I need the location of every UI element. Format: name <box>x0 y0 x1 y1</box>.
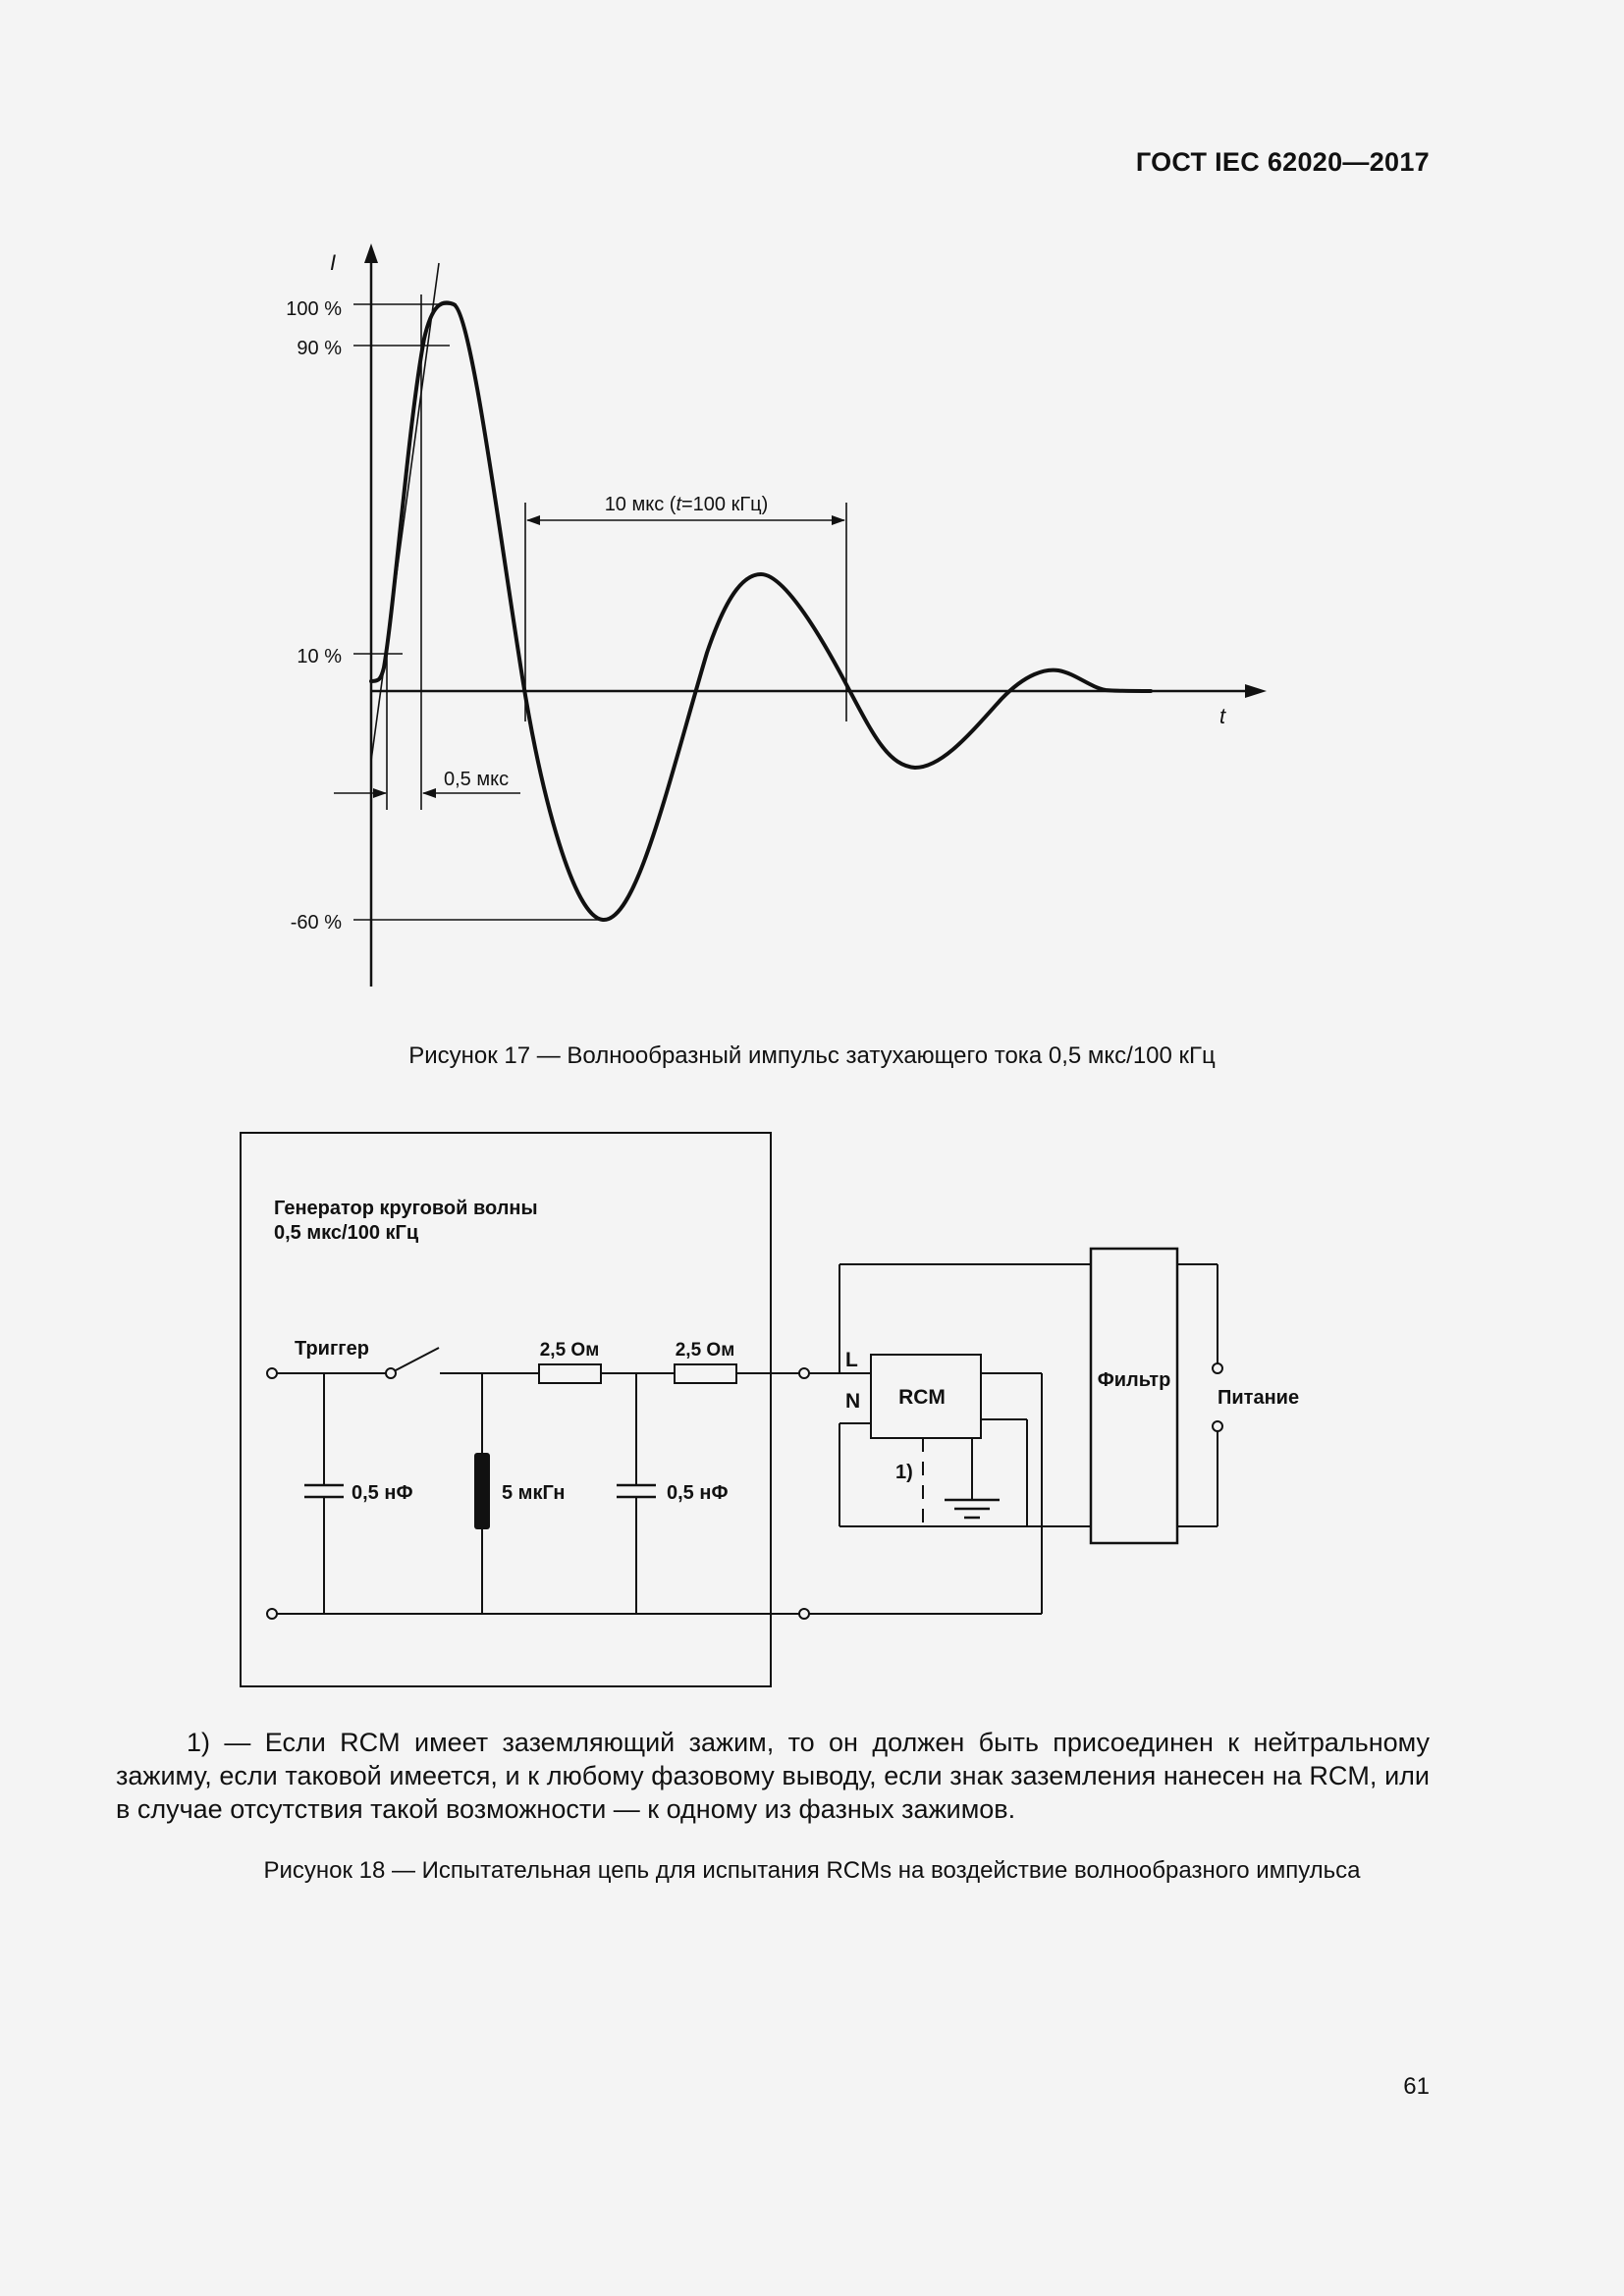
terminal-switch <box>385 1367 397 1379</box>
trigger-label: Триггер <box>295 1338 369 1360</box>
filter-box <box>1089 1247 1179 1545</box>
capacitor1-label: 0,5 нФ <box>352 1482 413 1504</box>
figure-17-waveform: I t 100 % 90 % 10 % -60 % 0,5 мкс 10 мкс… <box>286 243 1267 987</box>
resistor-1 <box>538 1363 602 1384</box>
tick-label-minus60: -60 % <box>291 912 342 934</box>
terminal-out-bottom <box>798 1608 810 1620</box>
tick-label-100: 100 % <box>286 298 342 320</box>
tick-label-10: 10 % <box>297 646 342 667</box>
ground-ref-label: 1) <box>895 1462 913 1483</box>
figure-17-caption: Рисунок 17 — Волнообразный импульс затух… <box>408 1042 1216 1069</box>
rise-time-label: 0,5 мкс <box>444 769 509 790</box>
y-axis-label: I <box>330 250 336 275</box>
figure-18-circuit: Генератор круговой волны 0,5 мкс/100 кГц… <box>240 1132 1299 1687</box>
terminal-supply-top <box>1212 1362 1223 1374</box>
generator-title-line2: 0,5 мкс/100 кГц <box>274 1222 419 1244</box>
x-axis-label: t <box>1219 704 1226 728</box>
trigger-switch <box>393 1347 440 1372</box>
figure-18-caption: Рисунок 18 — Испытательная цепь для испы… <box>263 1857 1361 1884</box>
terminal-in-bottom <box>266 1608 278 1620</box>
tick-label-90: 90 % <box>297 338 342 359</box>
terminal-supply-bottom <box>1212 1420 1223 1432</box>
period-label: 10 мкс (t=100 кГц) <box>605 494 769 515</box>
rise-tangent-line <box>370 262 440 762</box>
page-number: 61 <box>1403 2073 1430 2100</box>
resistor2-label: 2,5 Ом <box>676 1340 735 1361</box>
generator-frame <box>240 1132 772 1687</box>
terminal-N-label: N <box>845 1390 860 1413</box>
inductor-label: 5 мкГн <box>502 1482 565 1504</box>
rcm-box <box>870 1354 982 1439</box>
inductor-5uH <box>474 1453 490 1529</box>
terminal-out-top <box>798 1367 810 1379</box>
rcm-label: RCM <box>898 1386 946 1409</box>
y-axis-arrow <box>364 243 378 263</box>
terminal-L-label: L <box>845 1349 858 1371</box>
filter-label: Фильтр <box>1098 1369 1171 1391</box>
resistor-2 <box>674 1363 737 1384</box>
supply-label: Питание <box>1218 1387 1299 1409</box>
figure-18-footnote: 1) — Если RCM имеет заземляющий зажим, т… <box>116 1728 1430 1824</box>
resistor1-label: 2,5 Ом <box>540 1340 600 1361</box>
capacitor2-label: 0,5 нФ <box>667 1482 729 1504</box>
damped-waveform-curve <box>369 300 1153 923</box>
x-axis-arrow <box>1245 684 1267 698</box>
terminal-in-top <box>266 1367 278 1379</box>
generator-title-line1: Генератор круговой волны <box>274 1198 538 1219</box>
standard-code: ГОСТ IEC 62020—2017 <box>1135 147 1430 177</box>
